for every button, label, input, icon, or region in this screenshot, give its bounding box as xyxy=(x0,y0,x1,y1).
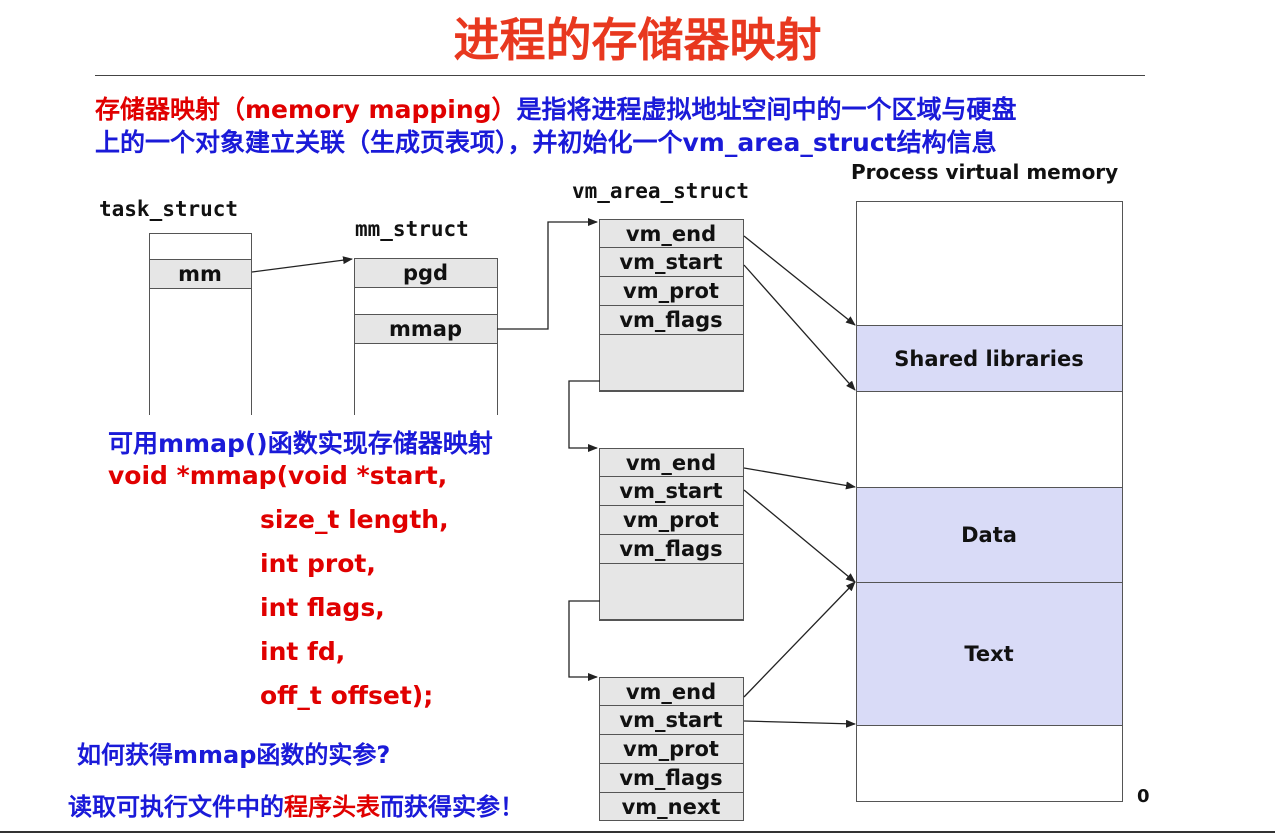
mmap-signature-line-1: void *mmap(void *start, xyxy=(108,461,448,490)
intro-definition: 是指将进程虚拟地址空间中的一个区域与硬盘 xyxy=(516,95,1017,124)
intro-line-1: 存储器映射（memory mapping）是指将进程虚拟地址空间中的一个区域与硬… xyxy=(95,93,1017,126)
process-memory-label: Process virtual memory xyxy=(851,160,1119,184)
answer-text: 读取可执行文件中的程序头表而获得实参！ xyxy=(68,787,524,822)
vma2-vm-end: vm_end xyxy=(598,447,744,478)
vma2-vm-start: vm_start xyxy=(598,476,744,506)
process-memory-box: Shared libraries Data Text xyxy=(855,201,1123,802)
address-zero-label: 0 xyxy=(1137,786,1150,807)
link-vma2-to-vma3 xyxy=(568,600,600,681)
intro-line-2: 上的一个对象建立关联（生成页表项），并初始化一个vm_area_struct结构… xyxy=(95,128,997,157)
vma1-vm-start: vm_start xyxy=(598,247,744,277)
mm-struct-label: mm_struct xyxy=(355,217,469,241)
intro-term: 存储器映射（memory mapping） xyxy=(95,95,517,124)
mmap-heading: 可用mmap()函数实现存储器映射 xyxy=(108,429,493,458)
mmap-signature-line-5: int fd, xyxy=(260,637,346,666)
region-text: Text xyxy=(855,582,1123,726)
arrow-vma1-start xyxy=(743,264,856,391)
answer-program-header-table: 程序头表 xyxy=(284,793,380,821)
link-vma1-to-vma2 xyxy=(568,380,600,452)
question-text: 如何获得mmap函数的实参? xyxy=(77,741,391,769)
arrow-vma3-start xyxy=(743,719,856,728)
vma1-next-area xyxy=(598,334,744,391)
arrow-vma2-start xyxy=(743,489,856,583)
mm-struct-pgd-field: pgd xyxy=(353,257,498,288)
task-struct-mm-field: mm xyxy=(148,259,252,289)
vma3-vm-prot: vm_prot xyxy=(598,734,744,764)
bottom-divider xyxy=(0,831,1275,833)
arrow-mmap-to-vma1 xyxy=(497,218,598,330)
mm-struct-box: pgd mmap xyxy=(353,257,498,415)
mmap-signature-line-6: off_t offset); xyxy=(260,681,434,710)
vma1-vm-end: vm_end xyxy=(598,218,744,249)
region-shared-libraries: Shared libraries xyxy=(855,325,1123,392)
arrow-mm-to-mm-struct xyxy=(251,256,353,273)
mm-struct-mmap-field: mmap xyxy=(353,314,498,344)
mmap-signature-line-3: int prot, xyxy=(260,549,376,578)
vma3-vm-end: vm_end xyxy=(598,676,744,707)
arrow-vma3-end xyxy=(743,581,856,698)
task-struct-label: task_struct xyxy=(99,197,239,221)
vma2-next-area xyxy=(598,563,744,620)
vm-area-struct-label: vm_area_struct xyxy=(572,179,750,203)
page-title: 进程的存储器映射 xyxy=(453,13,822,67)
vma3-vm-start: vm_start xyxy=(598,705,744,735)
answer-part-1: 读取可执行文件中的 xyxy=(68,793,284,821)
arrow-vma1-end xyxy=(743,235,856,326)
answer-part-3: 而获得实参！ xyxy=(380,793,524,821)
title-divider xyxy=(95,75,1145,76)
vm-area-block-2: vm_end vm_start vm_prot vm_flags xyxy=(598,447,744,621)
mmap-signature-line-2: size_t length, xyxy=(260,505,449,534)
vma3-vm-next: vm_next xyxy=(598,792,744,821)
vma3-vm-flags: vm_flags xyxy=(598,763,744,793)
task-struct-box: mm xyxy=(148,233,252,415)
region-data: Data xyxy=(855,487,1123,583)
vma1-vm-prot: vm_prot xyxy=(598,276,744,306)
intro-text: 存储器映射（memory mapping）是指将进程虚拟地址空间中的一个区域与硬… xyxy=(95,93,1017,159)
vm-area-block-1: vm_end vm_start vm_prot vm_flags xyxy=(598,218,744,392)
vma1-vm-flags: vm_flags xyxy=(598,305,744,335)
arrow-vma2-end xyxy=(743,467,856,490)
vm-area-block-3: vm_end vm_start vm_prot vm_flags vm_next xyxy=(598,676,744,821)
mmap-signature-line-4: int flags, xyxy=(260,593,385,622)
